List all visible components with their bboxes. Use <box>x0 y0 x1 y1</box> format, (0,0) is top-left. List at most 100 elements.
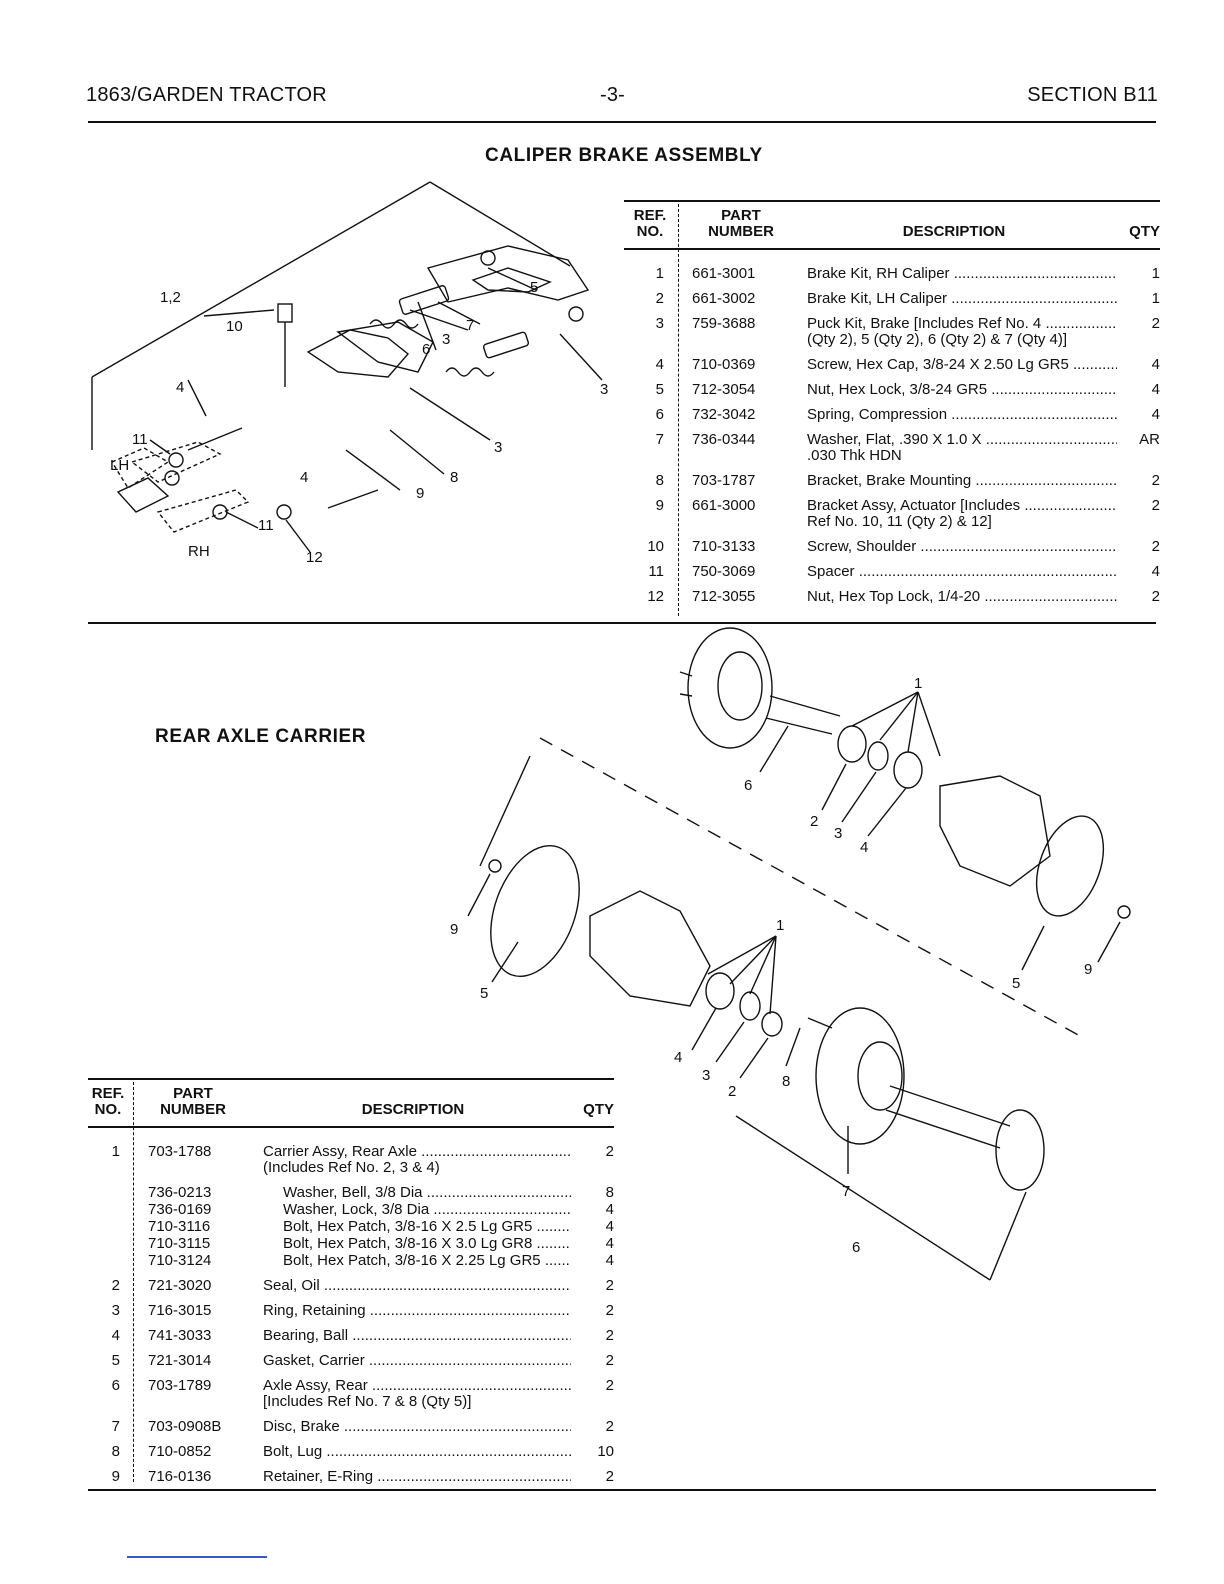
row-part-number: 716-3015 <box>148 1302 212 1319</box>
row-qty: 2 <box>605 1277 614 1294</box>
axle-callout-9-right: 9 <box>1084 961 1092 978</box>
row-qty: 2 <box>1151 472 1160 489</box>
axle-col-part-header: PART NUMBER <box>138 1086 248 1118</box>
row-qty: 4 <box>605 1252 614 1269</box>
axle-callout-8: 8 <box>782 1073 790 1090</box>
row-description-text: Bearing, Ball <box>263 1328 571 1344</box>
callout-3a: 3 <box>494 439 502 456</box>
row-description: Bolt, Hex Patch, 3/8-16 X 3.0 Lg GR8 <box>283 1236 571 1252</box>
row-qty: 2 <box>605 1352 614 1369</box>
row-qty: 4 <box>605 1218 614 1235</box>
row-ref: 10 <box>647 538 664 555</box>
row-description-text: Gasket, Carrier <box>263 1353 571 1369</box>
row-part-number: 712-3055 <box>692 588 756 605</box>
row-description-cont: Ref No. 10, 11 (Qty 2) & 12] <box>807 513 992 530</box>
row-description-text: Washer, Lock, 3/8 Dia <box>283 1202 571 1218</box>
axle-callout-2-top: 2 <box>810 813 818 830</box>
row-qty: 8 <box>605 1184 614 1201</box>
row-description: Axle Assy, Rear[Includes Ref No. 7 & 8 (… <box>263 1378 571 1410</box>
row-description: Retainer, E-Ring <box>263 1469 571 1485</box>
row-ref: 3 <box>111 1302 120 1319</box>
row-part-number: 703-1789 <box>148 1377 212 1394</box>
row-qty: 2 <box>1151 538 1160 555</box>
row-part-number: 716-0136 <box>148 1468 212 1485</box>
row-description: Nut, Hex Lock, 3/8-24 GR5 <box>807 382 1117 398</box>
row-description-text: Bolt, Hex Patch, 3/8-16 X 2.25 Lg GR5 <box>283 1253 571 1269</box>
row-description: Carrier Assy, Rear Axle(Includes Ref No.… <box>263 1144 571 1176</box>
row-part-number: 661-3000 <box>692 497 756 514</box>
axle-col-part-line1: PART <box>173 1085 213 1102</box>
axle-callout-6-bottom: 6 <box>852 1239 860 1256</box>
row-description: Nut, Hex Top Lock, 1/4-20 <box>807 589 1117 605</box>
row-description: Washer, Lock, 3/8 Dia <box>283 1202 571 1218</box>
row-ref: 2 <box>655 290 664 307</box>
header-right: SECTION B11 <box>1027 84 1158 106</box>
row-description-text: Screw, Hex Cap, 3/8-24 X 2.50 Lg GR5 <box>807 357 1117 373</box>
row-description-text: Spring, Compression <box>807 407 1117 423</box>
row-qty: 2 <box>605 1418 614 1435</box>
row-description-text: Ring, Retaining <box>263 1303 571 1319</box>
col-ref-line2: NO. <box>636 223 664 240</box>
row-ref: 7 <box>111 1418 120 1435</box>
row-part-number: 661-3001 <box>692 265 756 282</box>
row-part-number: 736-0213 <box>148 1184 212 1201</box>
row-part-number: 741-3033 <box>148 1327 212 1344</box>
row-part-number: 710-3115 <box>148 1235 211 1252</box>
bottom-rule <box>88 1489 1156 1491</box>
axle-callout-3-mid: 3 <box>702 1067 710 1084</box>
row-ref: 6 <box>655 406 664 423</box>
row-qty: 4 <box>1151 356 1160 373</box>
page-number: -3- <box>600 84 626 106</box>
row-description-text: Nut, Hex Lock, 3/8-24 GR5 <box>807 382 1117 398</box>
row-part-number: 750-3069 <box>692 563 756 580</box>
row-qty: 2 <box>1151 497 1160 514</box>
axle-callout-1-top: 1 <box>914 675 922 692</box>
row-description-text: Axle Assy, Rear <box>263 1378 571 1394</box>
row-description: Bracket, Brake Mounting <box>807 473 1117 489</box>
row-ref: 5 <box>655 381 664 398</box>
callout-10: 10 <box>226 318 243 335</box>
callout-4: 4 <box>176 379 184 396</box>
row-qty: 2 <box>1151 588 1160 605</box>
row-part-number: 703-1788 <box>148 1143 212 1160</box>
row-ref: 3 <box>655 315 664 332</box>
callout-5: 5 <box>530 279 538 296</box>
row-part-number: 703-1787 <box>692 472 756 489</box>
axle-callout-7: 7 <box>842 1183 850 1200</box>
row-qty: 2 <box>605 1143 614 1160</box>
row-qty: 1 <box>1151 290 1160 307</box>
row-description: Bolt, Lug <box>263 1444 571 1460</box>
col-qty-header: QTY <box>1129 223 1160 240</box>
callout-6: 6 <box>422 341 430 358</box>
row-description-text: Carrier Assy, Rear Axle <box>263 1144 571 1160</box>
row-description: Screw, Hex Cap, 3/8-24 X 2.50 Lg GR5 <box>807 357 1117 373</box>
row-description-cont: (Qty 2), 5 (Qty 2), 6 (Qty 2) & 7 (Qty 4… <box>807 331 1068 348</box>
col-ref-header: REF. NO. <box>624 208 676 240</box>
table-head-rule <box>624 248 1160 250</box>
row-description-text: Screw, Shoulder <box>807 539 1117 555</box>
axle-callout-5-left: 5 <box>480 985 488 1002</box>
axle-callout-4-top: 4 <box>860 839 868 856</box>
axle-callout-1-mid: 1 <box>776 917 784 934</box>
row-ref: 11 <box>648 563 664 580</box>
row-description-text: Washer, Flat, .390 X 1.0 X <box>807 432 1117 448</box>
row-ref: 2 <box>111 1277 120 1294</box>
row-ref: 5 <box>111 1352 120 1369</box>
row-description: Washer, Bell, 3/8 Dia <box>283 1185 571 1201</box>
row-ref: 9 <box>655 497 664 514</box>
callout-11: 11 <box>132 431 148 448</box>
callout-3b: 3 <box>442 331 450 348</box>
axle-col-ref-header: REF. NO. <box>88 1086 128 1118</box>
row-ref: 7 <box>655 431 664 448</box>
axle-table-col-divider <box>133 1082 134 1482</box>
col-part-line2: NUMBER <box>708 223 774 240</box>
row-ref: 1 <box>111 1143 120 1160</box>
row-description: Washer, Flat, .390 X 1.0 X.030 Thk HDN <box>807 432 1117 464</box>
axle-col-ref-line2: NO. <box>94 1101 122 1118</box>
col-ref-line1: REF. <box>633 207 667 224</box>
caliper-title: CALIPER BRAKE ASSEMBLY <box>485 145 763 166</box>
callout-3c: 3 <box>600 381 608 398</box>
row-description: Brake Kit, RH Caliper <box>807 266 1117 282</box>
row-description: Bolt, Hex Patch, 3/8-16 X 2.5 Lg GR5 <box>283 1219 571 1235</box>
